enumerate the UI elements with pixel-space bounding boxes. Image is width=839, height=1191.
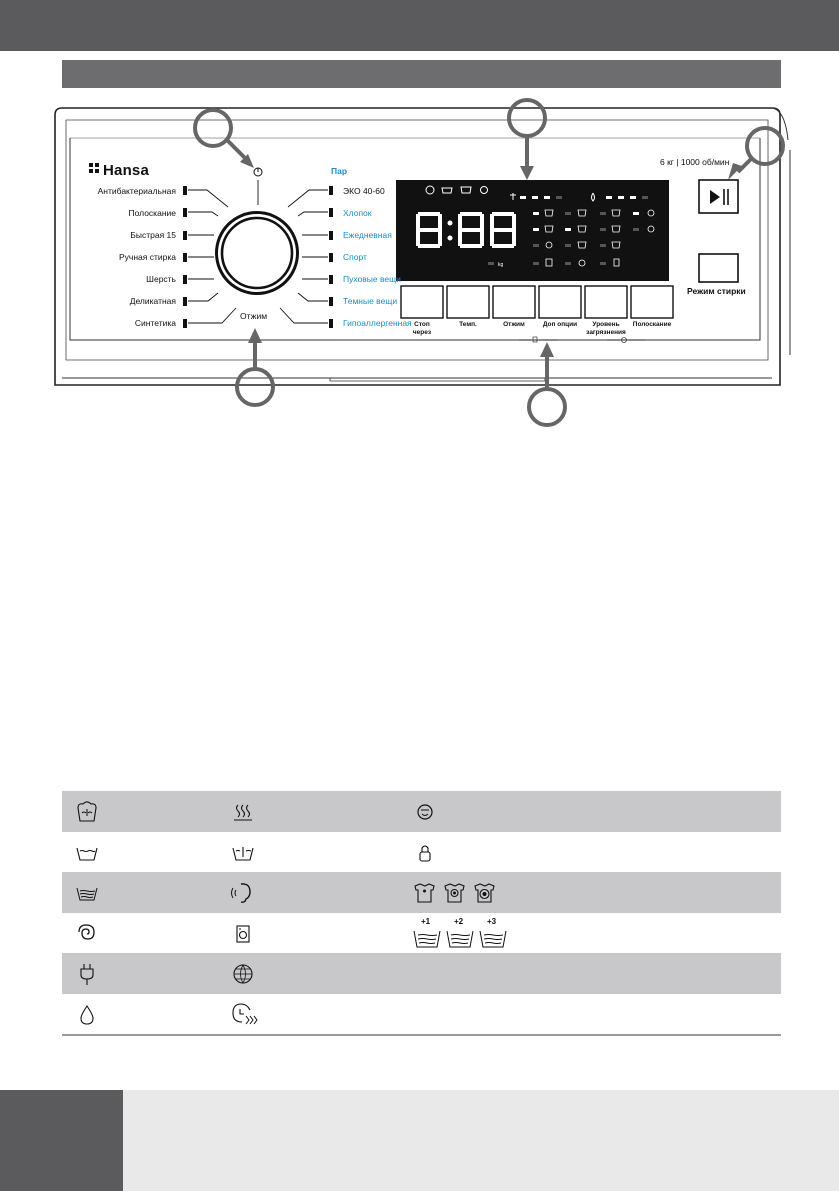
program-label-left: Быстрая 15 bbox=[130, 230, 176, 240]
prewash-icon bbox=[77, 801, 97, 822]
program-label-left: Синтетика bbox=[134, 318, 176, 328]
svg-text:kg: kg bbox=[498, 262, 504, 268]
symbol-legend-table: +1 +2 +3 bbox=[62, 791, 781, 1034]
panel-button-caption: Уровень загрязнения bbox=[586, 321, 626, 336]
spin-dial-label: Отжим bbox=[240, 311, 268, 321]
spin-icon bbox=[78, 923, 95, 940]
program-label-left: Антибактериальная bbox=[97, 186, 176, 196]
panel-button-caption: Доп опции bbox=[542, 321, 578, 328]
power-icon bbox=[80, 964, 94, 985]
steam-icon bbox=[234, 804, 252, 821]
extra-rinse-mark: +1 bbox=[421, 916, 431, 926]
legend-row bbox=[62, 791, 781, 832]
program-label-right: Темные вещи bbox=[343, 296, 398, 306]
wash-icon bbox=[76, 847, 98, 861]
legend-row bbox=[62, 953, 781, 994]
legend-row: +1 +2 +3 bbox=[62, 913, 781, 954]
panel-button-caption: Полоскание bbox=[632, 321, 672, 328]
rinse-icon bbox=[76, 887, 98, 901]
program-label-right: Спорт bbox=[343, 252, 367, 262]
silent-icon bbox=[231, 883, 251, 903]
program-label-left: Деликатная bbox=[129, 296, 176, 306]
control-panel-illustration: kg bbox=[54, 98, 791, 427]
footer-page-tab bbox=[0, 1090, 123, 1191]
program-label-right: Пуховые вещи bbox=[343, 274, 401, 284]
water-drop-icon bbox=[80, 1004, 94, 1025]
temperature-wash-icon bbox=[232, 846, 254, 861]
extra-rinse-mark: +2 bbox=[454, 916, 464, 926]
program-label-left: Полоскание bbox=[128, 208, 177, 218]
panel-button-caption: Отжим bbox=[503, 321, 525, 328]
program-label-right: ЭКО 40-60 bbox=[343, 186, 385, 196]
wash-mode-label: Режим стирки bbox=[687, 286, 746, 296]
capacity-spin-spec: 6 кг | 1000 об/мин bbox=[660, 157, 730, 167]
brand-logo: Hansa bbox=[103, 162, 150, 179]
program-label-left: Ручная стирка bbox=[119, 252, 176, 262]
soil-level-icons bbox=[414, 883, 495, 903]
legend-row bbox=[62, 872, 781, 913]
extra-rinse-icons: +1 +2 +3 bbox=[412, 915, 512, 951]
section-title-bar bbox=[62, 60, 781, 88]
program-label-right: Хлопок bbox=[343, 208, 372, 218]
steam-label: Пар bbox=[331, 166, 348, 176]
delay-timer-icon bbox=[232, 1002, 258, 1024]
seven-segment-digits bbox=[416, 212, 516, 248]
header-bar bbox=[0, 0, 839, 51]
drum-clean-icon bbox=[233, 964, 253, 984]
footer-band bbox=[123, 1090, 839, 1191]
extra-rinse-mark: +3 bbox=[487, 916, 497, 926]
panel-button-caption: Темп. bbox=[459, 321, 477, 328]
program-label-left: Шерсть bbox=[146, 274, 176, 284]
legend-bottom-rule bbox=[62, 1034, 781, 1036]
program-label-right: Гипоаллергенная bbox=[343, 318, 412, 328]
child-lock-face-icon bbox=[417, 804, 433, 820]
legend-row bbox=[62, 994, 781, 1035]
lock-icon bbox=[419, 844, 431, 862]
legend-row bbox=[62, 832, 781, 873]
panel-button-caption: Стоп через bbox=[412, 321, 432, 336]
drum-icon bbox=[236, 924, 250, 943]
program-label-right: Ежедневная bbox=[343, 230, 392, 240]
